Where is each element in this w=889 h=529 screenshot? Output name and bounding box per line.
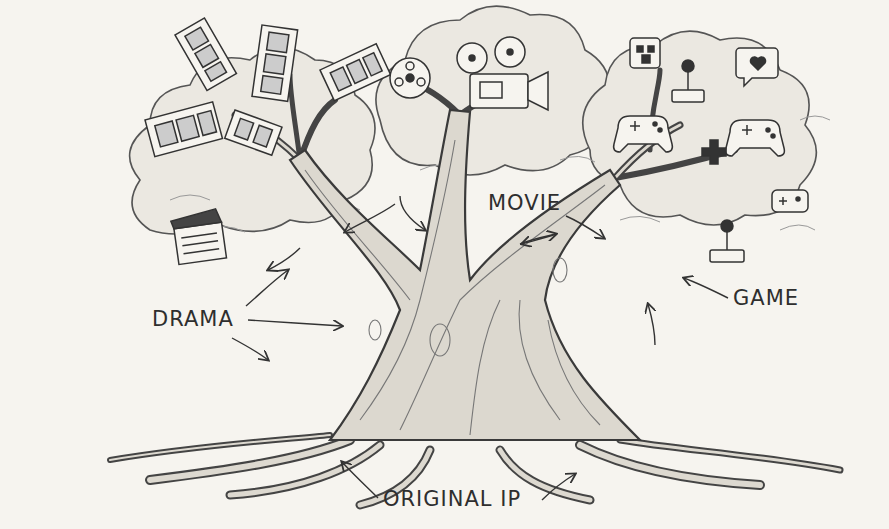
branch-label: DRAMA (152, 308, 234, 331)
branch-label: ORIGINAL IP (383, 488, 521, 511)
branch-label: MOVIE (488, 192, 561, 215)
branch-label: GAME (733, 287, 799, 310)
